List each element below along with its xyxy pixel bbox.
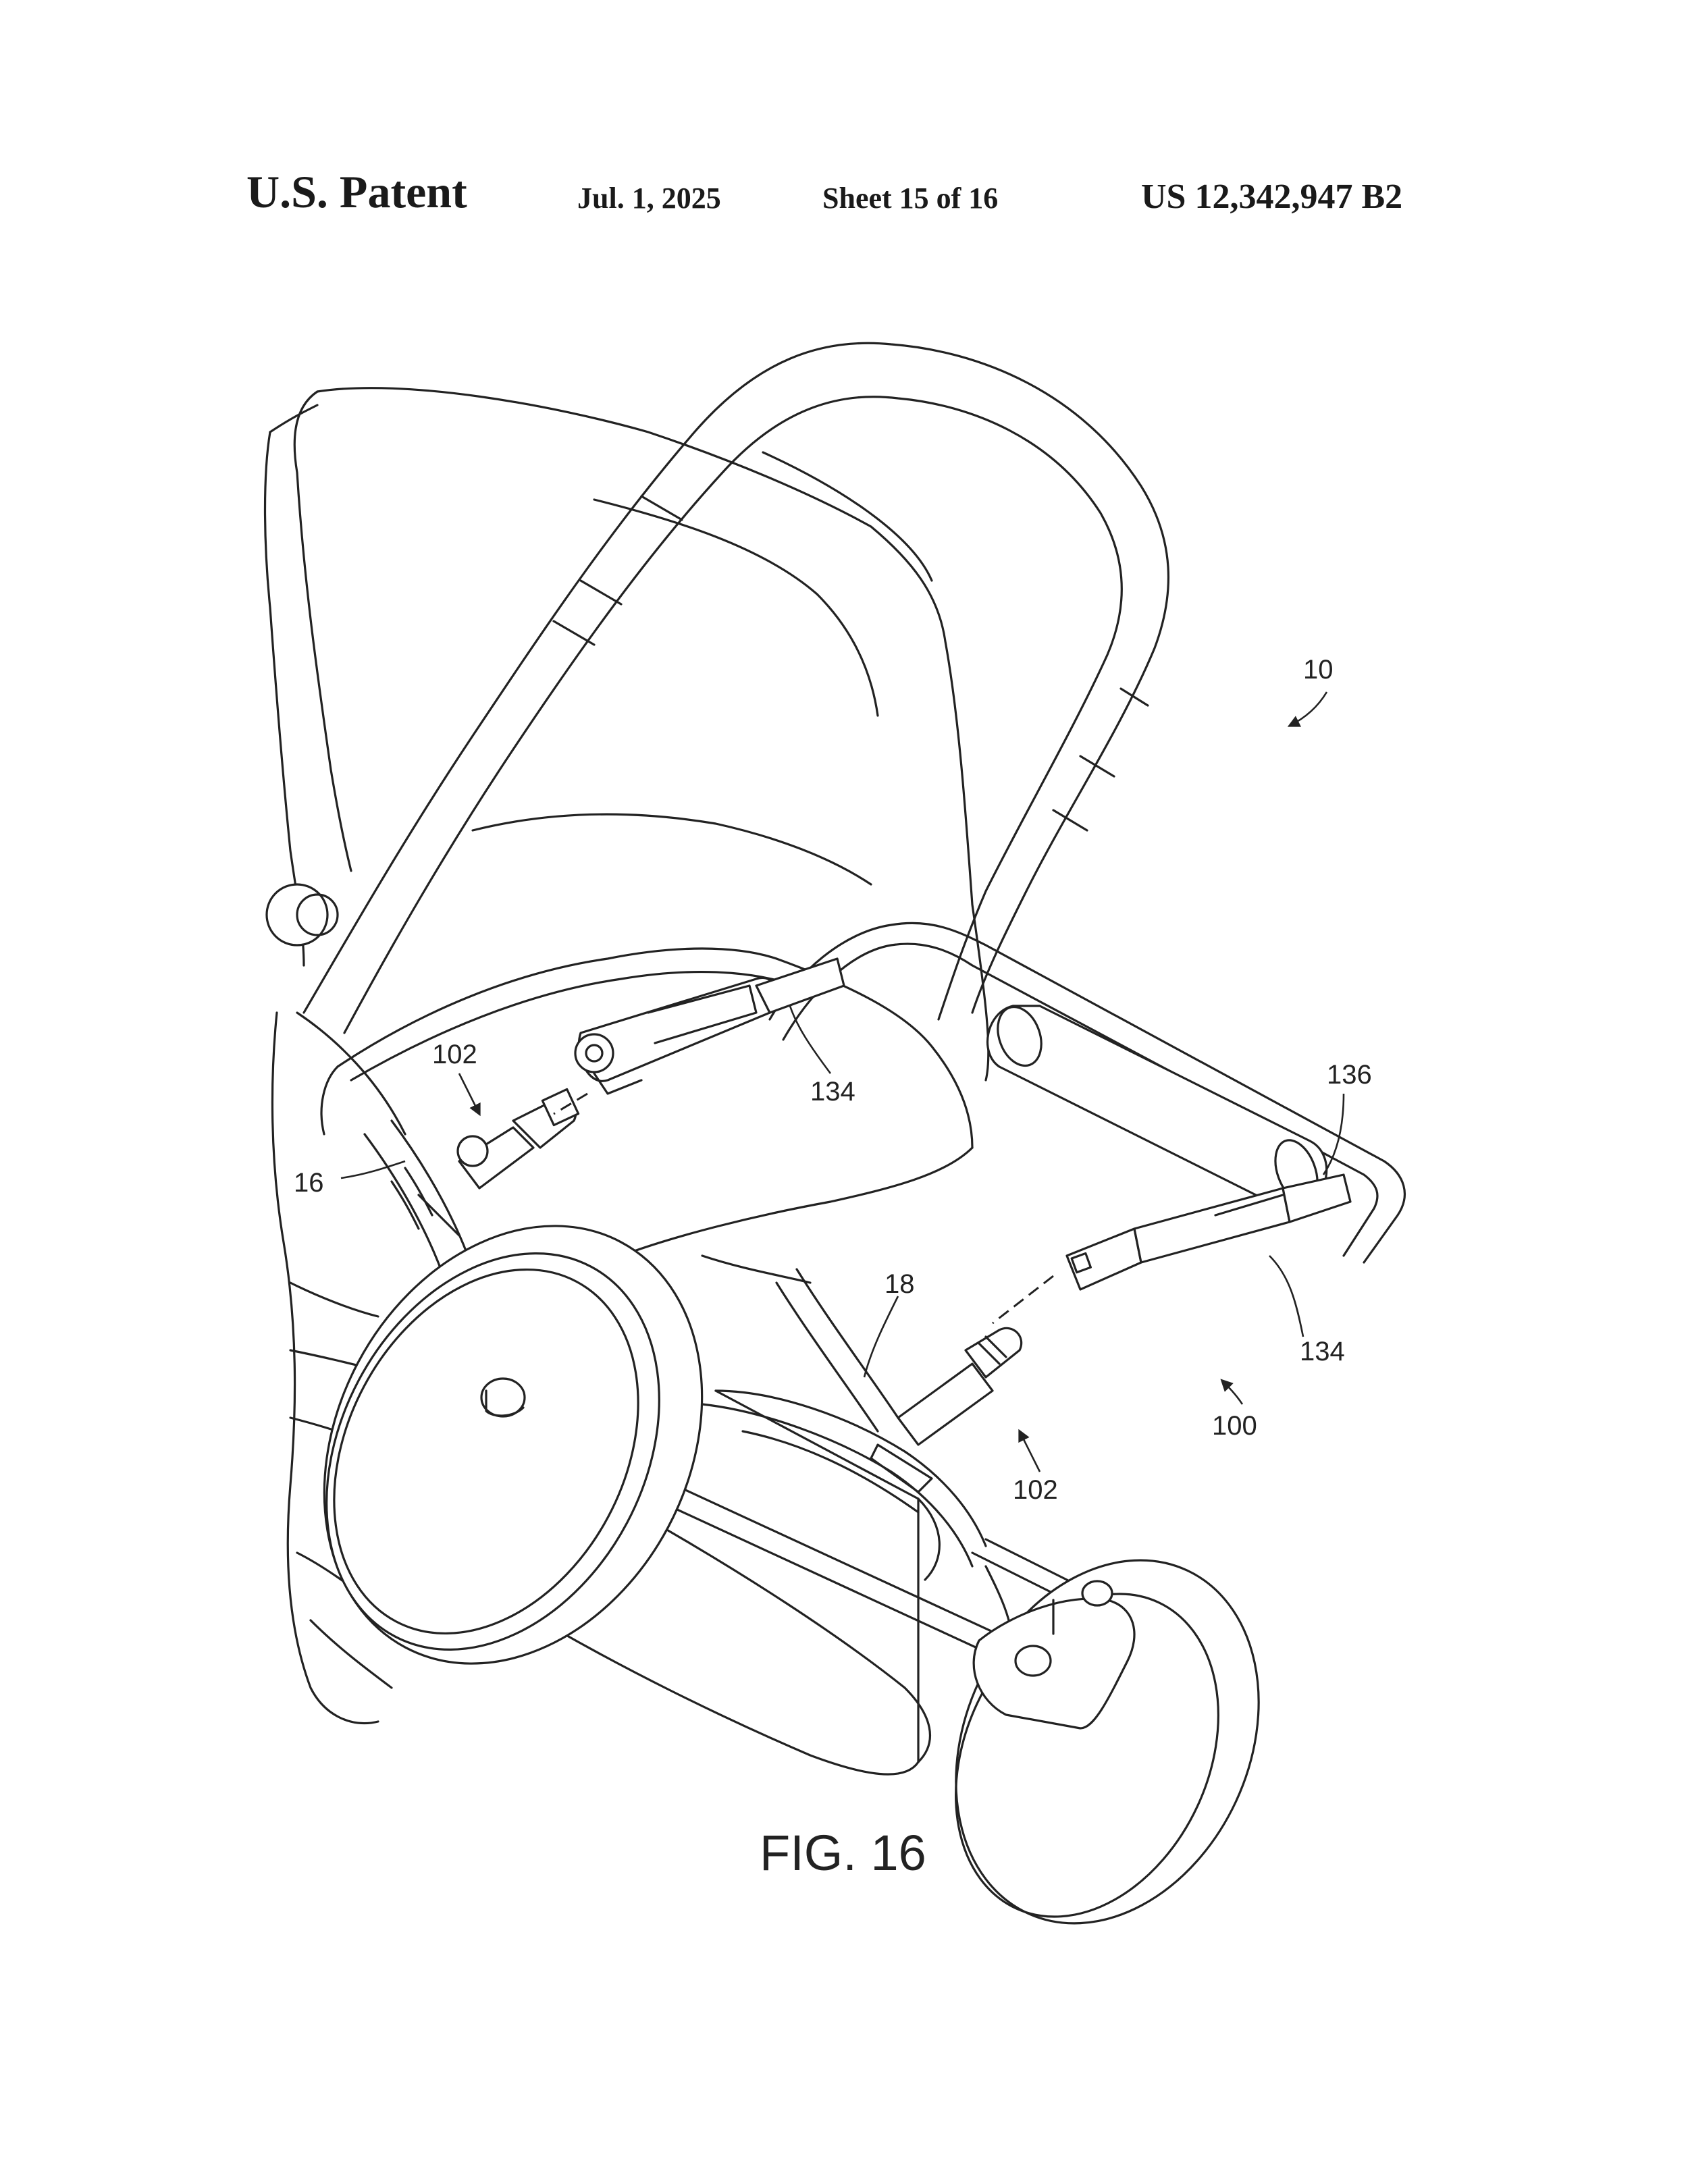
connector-102-upper <box>390 1088 580 1237</box>
ref-102-upper: 102 <box>432 1040 477 1069</box>
basket <box>539 1389 941 1776</box>
lead-lines <box>340 691 1345 1472</box>
ref-136: 136 <box>1327 1060 1372 1090</box>
rear-wheel <box>323 1225 704 1665</box>
connector-102-lower <box>870 1327 1023 1493</box>
adapter-134-lower <box>1065 1173 1352 1291</box>
patent-sheet-number: Sheet 15 of 16 <box>822 182 999 215</box>
figure-caption: FIG. 16 <box>760 1825 926 1881</box>
front-wheel <box>955 1559 1260 1925</box>
adapter-134-upper <box>574 957 845 1095</box>
alignment-line-upper <box>553 1092 588 1115</box>
patent-label: U.S. Patent <box>246 166 467 217</box>
ref-134-upper: 134 <box>810 1077 855 1107</box>
ref-102-lower: 102 <box>1013 1475 1058 1505</box>
ref-134-lower: 134 <box>1300 1337 1345 1366</box>
canopy <box>263 387 990 1082</box>
ref-10: 10 <box>1303 655 1334 685</box>
patent-date: Jul. 1, 2025 <box>577 182 721 215</box>
handlebar <box>302 342 1170 1034</box>
ref-16: 16 <box>294 1168 324 1198</box>
ref-18: 18 <box>885 1269 915 1299</box>
seat-body <box>320 813 974 1284</box>
ref-100: 100 <box>1212 1411 1257 1441</box>
alignment-line-lower <box>992 1275 1054 1325</box>
patent-number: US 12,342,947 B2 <box>1141 178 1403 216</box>
